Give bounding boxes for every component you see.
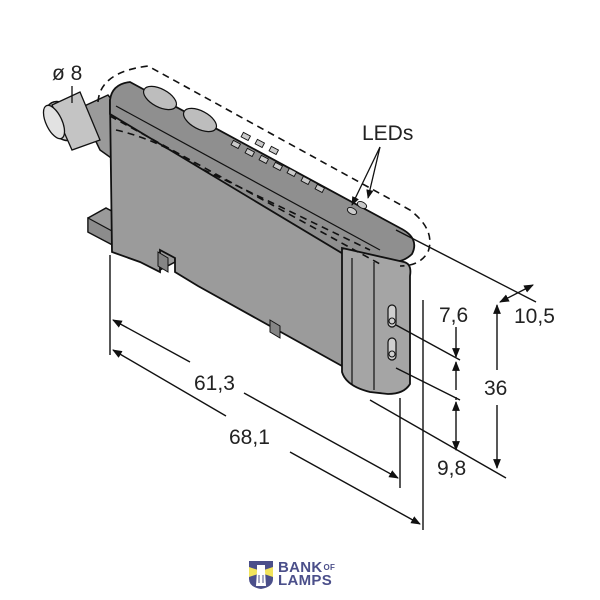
logo-brand-lamps: LAMPS: [278, 572, 332, 589]
dimension-length: [109, 255, 424, 530]
status-leds: [346, 201, 368, 215]
dim-label-7-6: 7,6: [439, 304, 468, 327]
dim-label-9-8: 9,8: [437, 457, 466, 480]
leds-callout-leaders: [351, 146, 381, 206]
housing-body: [109, 81, 416, 378]
dim-label-61-3: 61,3: [194, 372, 235, 395]
dashed-outline: [97, 65, 431, 267]
dim-label-10-5: 10,5: [514, 305, 555, 328]
dimension-ports: [395, 324, 461, 451]
dim-label-diameter: ø 8: [52, 62, 82, 85]
dimension-width: [395, 229, 537, 303]
dim-label-68-1: 68,1: [229, 426, 270, 449]
logo-brand-bank: BANK: [278, 559, 323, 576]
lighthouse-icon: [249, 561, 273, 589]
bank-of-lamps-logo: BANKOF LAMPS: [248, 557, 335, 591]
fiber-ports: [387, 304, 397, 361]
dimension-height: [369, 304, 507, 479]
leds-callout-label: LEDs: [362, 122, 413, 145]
front-cap: [341, 246, 412, 395]
logo-brand-of: OF: [323, 563, 336, 572]
dim-label-36: 36: [484, 377, 507, 400]
led-segment-grid: [230, 131, 326, 194]
